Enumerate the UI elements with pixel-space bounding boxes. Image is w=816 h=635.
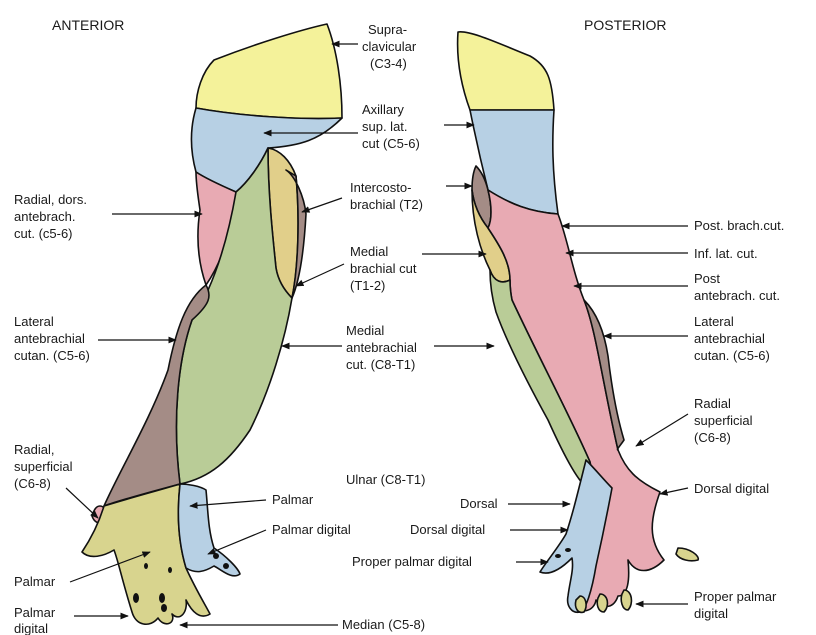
label-post-dorsal-digital-mid: Dorsal digital — [410, 522, 485, 537]
label-post-radial-sup-3: (C6-8) — [694, 430, 731, 445]
label-post-radial-sup-2: superficial — [694, 413, 753, 428]
label-ant-palmar-right: Palmar — [272, 492, 314, 507]
label-intercostobrachial-1: Intercosto- — [350, 180, 411, 195]
label-post-lateral-2: antebrachial — [694, 331, 765, 346]
label-ulnar: Ulnar (C8-T1) — [346, 472, 425, 487]
label-axillary-3: cut (C5-6) — [362, 136, 420, 151]
anterior-title: ANTERIOR — [52, 17, 124, 33]
label-axillary-2: sup. lat. — [362, 119, 408, 134]
label-post-lateral-3: cutan. (C5-6) — [694, 348, 770, 363]
label-ant-radial-dors-3: cut. (c5-6) — [14, 226, 73, 241]
label-supraclavicular-3: (C3-4) — [370, 56, 407, 71]
label-post-proper-palmar-1: Proper palmar — [694, 589, 777, 604]
label-medial-antebrachial-2: antebrachial — [346, 340, 417, 355]
label-medial-brachial-1: Medial — [350, 244, 388, 259]
label-axillary-1: Axillary — [362, 102, 404, 117]
label-post-antebrach-2: antebrach. cut. — [694, 288, 780, 303]
label-post-lateral-1: Lateral — [694, 314, 734, 329]
label-medial-antebrachial-3: cut. (C8-T1) — [346, 357, 415, 372]
label-post-radial-sup-1: Radial — [694, 396, 731, 411]
posterior-supraclavicular-region — [458, 32, 554, 110]
label-post-antebrach-1: Post — [694, 271, 720, 286]
label-ant-radial-sup-3: (C6-8) — [14, 476, 51, 491]
label-ant-radial-dors-2: antebrach. — [14, 209, 75, 224]
label-inf-lat-cut: Inf. lat. cut. — [694, 246, 758, 261]
anterior-ulnar-hand-region — [178, 484, 240, 576]
posterior-title: POSTERIOR — [584, 17, 666, 33]
label-median: Median (C5-8) — [342, 617, 425, 632]
center-labels: Supra- clavicular (C3-4) Axillary sup. l… — [342, 22, 425, 632]
label-supraclavicular-2: clavicular — [362, 39, 417, 54]
label-ant-lateral-2: antebrachial — [14, 331, 85, 346]
label-ant-radial-dors-1: Radial, dors. — [14, 192, 87, 207]
label-ant-radial-sup-2: superficial — [14, 459, 73, 474]
label-post-proper-palmar-mid: Proper palmar digital — [352, 554, 472, 569]
label-ant-palmar-digital-2: digital — [14, 621, 48, 635]
label-supraclavicular-1: Supra- — [368, 22, 407, 37]
posterior-arm — [458, 32, 699, 613]
label-intercostobrachial-2: brachial (T2) — [350, 197, 423, 212]
label-ant-lateral-1: Lateral — [14, 314, 54, 329]
label-ant-lateral-3: cutan. (C5-6) — [14, 348, 90, 363]
label-post-dorsal-digital: Dorsal digital — [694, 481, 769, 496]
label-ant-radial-sup-1: Radial, — [14, 442, 54, 457]
label-ant-palmar-digital-right: Palmar digital — [272, 522, 351, 537]
label-medial-brachial-3: (T1-2) — [350, 278, 385, 293]
label-post-brach-cut: Post. brach.cut. — [694, 218, 784, 233]
label-ant-palmar-left: Palmar — [14, 574, 56, 589]
anterior-supraclavicular-region — [196, 24, 342, 119]
label-post-proper-palmar-2: digital — [694, 606, 728, 621]
label-ant-palmar-digital-1: Palmar — [14, 605, 56, 620]
label-medial-brachial-2: brachial cut — [350, 261, 417, 276]
label-medial-antebrachial-1: Medial — [346, 323, 384, 338]
label-post-dorsal: Dorsal — [460, 496, 498, 511]
